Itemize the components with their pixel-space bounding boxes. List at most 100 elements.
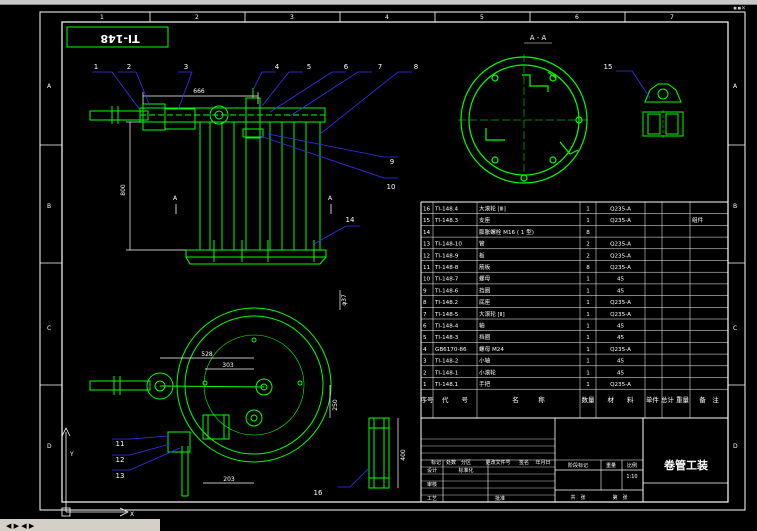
bom-cell-name: 大滚轮 [Ⅱ] xyxy=(479,310,505,318)
bom-cell-code: TI-148.3 xyxy=(434,218,459,224)
balloon-numbers: 1 2 3 4 5 6 7 8 9 10 11 12 13 14 15 16 xyxy=(94,63,613,497)
zone-numbers: 1 2 3 4 5 6 7 xyxy=(100,14,674,21)
bom-cell-no: 4 xyxy=(423,347,427,353)
layout-tab-bar xyxy=(0,519,160,531)
rev-label-doc: 更改文件号 xyxy=(485,459,510,466)
bom-cell-code: TI-148.2 xyxy=(434,300,458,306)
drawing-code-box xyxy=(66,26,169,48)
bom-cell-code: TI-148-3 xyxy=(434,335,459,341)
detail-view-16 xyxy=(368,417,390,489)
zone-letter-left: C xyxy=(47,325,51,332)
layout-tabs[interactable]: ◀ ▶ ◀ ▶ xyxy=(0,519,160,531)
section-mark-right: A xyxy=(328,195,333,202)
dim-r-inner: 303 xyxy=(222,362,234,369)
tb-sheets-total: 共 张 xyxy=(570,494,585,501)
bom-header-cell: 代 号 xyxy=(442,395,469,404)
tb-label-std: 标准化 xyxy=(458,467,473,474)
zone-letter-right: A xyxy=(733,83,738,90)
balloon-13: 13 xyxy=(116,472,125,480)
tb-sheet-number: 第 张 xyxy=(612,494,627,501)
dim-height-left: 800 xyxy=(120,184,127,196)
bom-cell-mat: 45 xyxy=(617,277,625,283)
dim-width-top: 666 xyxy=(193,88,205,95)
tab-nav-arrows[interactable]: ◀ ▶ ◀ ▶ xyxy=(6,522,35,530)
dim-pin-diameter: φ37 xyxy=(341,294,348,306)
zone-letter-right: B xyxy=(733,203,737,210)
zone-number: 6 xyxy=(575,14,579,21)
bom-cell-note: 组件 xyxy=(692,216,704,224)
zone-letter-left: D xyxy=(47,443,52,450)
bom-cell-name: 小滚轮 xyxy=(479,368,496,376)
outer-frame xyxy=(39,11,746,511)
bom-cell-no: 7 xyxy=(423,312,427,318)
zone-number: 4 xyxy=(385,14,389,21)
balloon-9: 9 xyxy=(390,158,394,166)
window-title-bar xyxy=(0,0,757,5)
balloon-2: 2 xyxy=(127,63,131,71)
ucs-axis-y-label: Y xyxy=(69,451,74,458)
bom-cell-mat: 45 xyxy=(617,359,625,365)
bom-cell-name: 小轴 xyxy=(479,357,491,365)
tb-label-check: 审核 xyxy=(427,481,437,488)
zone-letters: A B C D A B C D xyxy=(47,83,738,450)
bom-cell-code: TI-148-6 xyxy=(434,288,459,294)
bom-cell-code: TI-148.4 xyxy=(434,207,459,213)
bom-cell-mat: Q235-A xyxy=(610,253,631,259)
bom-cell-qty: 1 xyxy=(586,347,590,353)
bom-cell-code: TI-148-7 xyxy=(434,277,459,283)
zone-number: 1 xyxy=(100,14,104,21)
bom-cell-no: 16 xyxy=(423,207,431,213)
bom-cell-mat: 45 xyxy=(617,324,625,330)
bom-cell-qty: 8 xyxy=(586,265,590,271)
window-controls[interactable]: ▪▪× xyxy=(733,4,746,12)
balloon-10: 10 xyxy=(387,183,396,191)
ucs-axis-x-label: X xyxy=(130,511,134,518)
bom-cell-mat: 45 xyxy=(617,370,625,376)
product-name: 卷管工装 xyxy=(663,458,708,472)
bom-header-cell: 序号 xyxy=(421,395,435,404)
balloon-14: 14 xyxy=(346,216,355,224)
bom-cell-name: 螺母 xyxy=(479,275,491,283)
bom-cell-name: 底座 xyxy=(479,298,491,306)
zone-number: 7 xyxy=(670,14,674,21)
support-detail-15 xyxy=(642,83,684,140)
bom-cell-code: TI-148-2 xyxy=(434,359,458,365)
bom-cell-name: 管 xyxy=(479,240,485,248)
bom-cell-code: TI-148-1 xyxy=(434,370,459,376)
bom-cell-qty: 2 xyxy=(586,253,590,259)
front-view xyxy=(89,88,327,265)
lower-view-dimensions xyxy=(160,290,399,488)
balloon-7: 7 xyxy=(378,63,382,71)
rev-label-count: 处数 xyxy=(446,459,456,466)
section-aa-view xyxy=(458,54,590,186)
bom-cell-mat: Q235-A xyxy=(610,242,631,248)
bom-cell-name: 轴 xyxy=(479,322,485,330)
lower-side-view xyxy=(89,307,332,497)
bom-cell-qty: 1 xyxy=(586,300,590,306)
dim-height-lower: 250 xyxy=(332,399,339,411)
bom-cell-mat: Q235-A xyxy=(610,207,631,213)
balloon-15: 15 xyxy=(604,63,613,71)
balloon-4: 4 xyxy=(275,63,280,71)
section-title: A - A xyxy=(530,34,547,42)
bom-cell-no: 13 xyxy=(423,242,431,248)
tb-label-approve: 批准 xyxy=(495,495,505,502)
dim-width-lower: 203 xyxy=(223,476,235,483)
bom-cell-mat: Q235-A xyxy=(610,382,631,388)
bom-cell-qty: 1 xyxy=(586,312,590,318)
bom-cell-qty: 1 xyxy=(586,324,590,330)
section-arrows xyxy=(175,204,332,214)
section-mark-left: A xyxy=(173,195,178,202)
drawing-code: TI-148 xyxy=(100,32,139,45)
bom-cell-no: 1 xyxy=(423,382,427,388)
rev-label-sign: 签名 xyxy=(519,459,529,466)
bom-cell-mat: 45 xyxy=(617,335,625,341)
rev-label-zone: 分区 xyxy=(461,459,471,466)
bom-cell-qty: 8 xyxy=(586,230,590,236)
bom-cell-code: TI-148-8 xyxy=(434,265,459,271)
bom-cell-no: 3 xyxy=(423,359,427,365)
bom-cell-name: 螺母 M24 xyxy=(479,345,504,353)
bom-cell-no: 11 xyxy=(423,265,431,271)
bom-cell-no: 5 xyxy=(423,335,427,341)
